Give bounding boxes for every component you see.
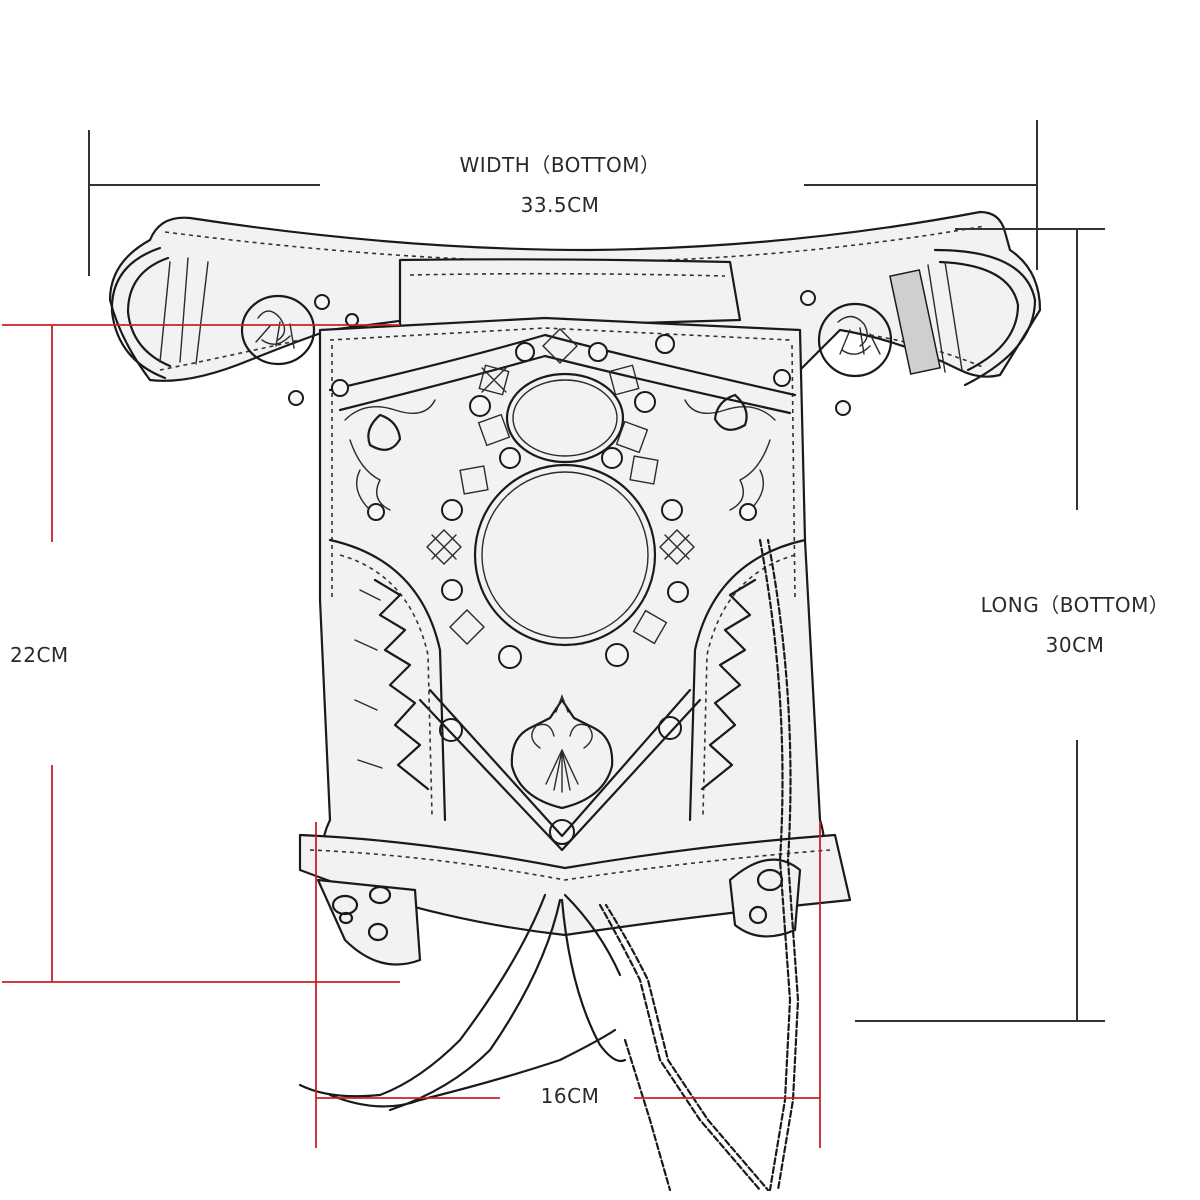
- round-window: [473, 463, 657, 647]
- left-strap-emblem: [240, 294, 359, 406]
- bottom-width-dimension-label: 16CM: [525, 1076, 615, 1116]
- oval-window: [505, 372, 625, 464]
- tie-ribbon: [298, 893, 627, 1112]
- dimension-height-red-lines: [2, 324, 400, 983]
- side-lacing-right: [688, 538, 807, 822]
- left-filigree: [344, 399, 436, 511]
- bag-sketch: [108, 210, 1042, 1192]
- width-value: 33.5CM: [520, 193, 600, 217]
- left-d-ring: [110, 246, 209, 380]
- dimension-long-lines: [855, 228, 1105, 1022]
- right-strap-emblem: [800, 290, 893, 416]
- dimension-bottom-red-lines: [315, 822, 821, 1148]
- long-value: 30CM: [1045, 633, 1105, 657]
- round-studs: [331, 334, 791, 845]
- long-title: LONG（BOTTOM）: [980, 593, 1170, 617]
- side-lacing-left: [328, 538, 447, 822]
- width-dimension-label: WIDTH（BOTTOM） 33.5CM: [410, 145, 710, 225]
- long-dimension-label: LONG（BOTTOM） 30CM: [950, 585, 1200, 665]
- center-scroll-emblem: [510, 694, 614, 810]
- bottom-leg-strap: [298, 833, 852, 966]
- height-dimension-label: 22CM: [10, 635, 100, 675]
- bottom-width-value: 16CM: [540, 1084, 600, 1108]
- hanging-chain: [598, 538, 800, 1192]
- right-d-ring: [889, 248, 1037, 387]
- dimension-width-lines: [88, 120, 1038, 276]
- pyramid-studs: [426, 328, 695, 645]
- height-value: 22CM: [10, 643, 69, 667]
- width-title: WIDTH（BOTTOM）: [459, 153, 661, 177]
